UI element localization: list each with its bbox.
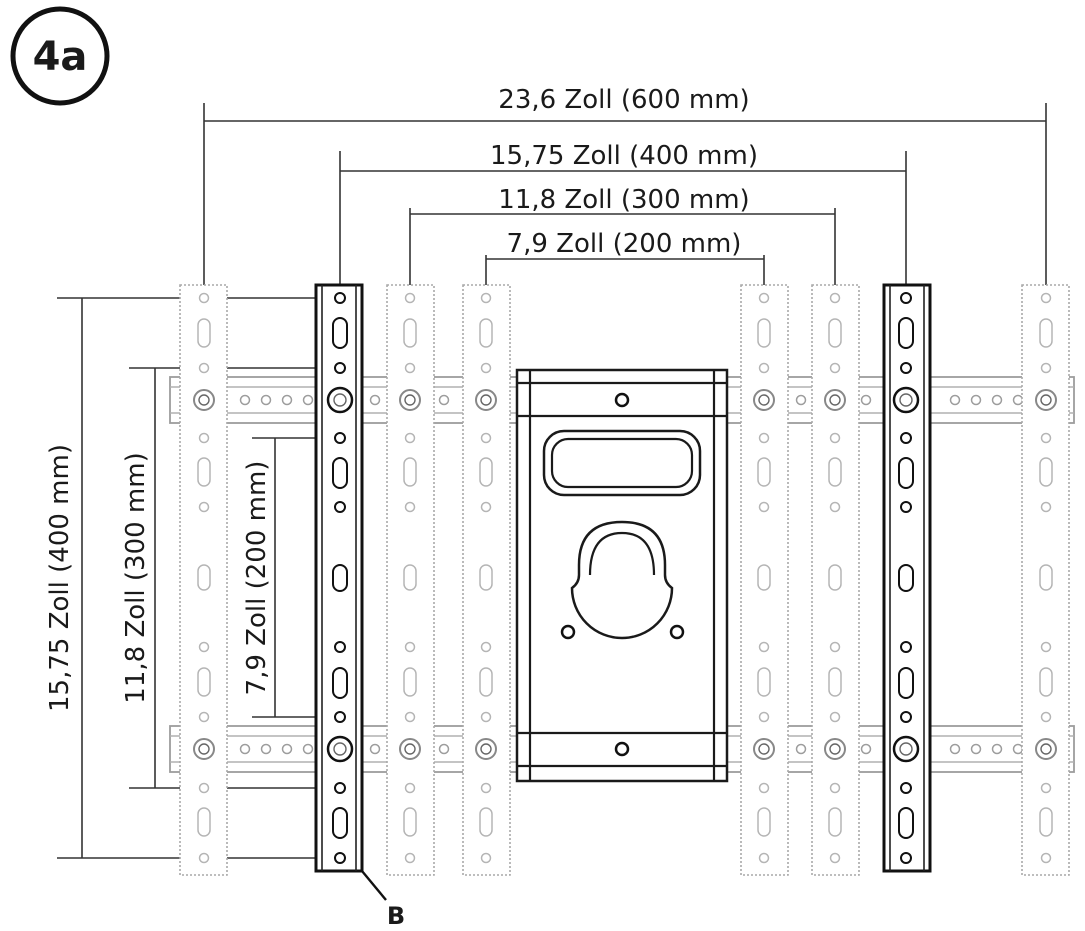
label-600mm: 23,6 Zoll (600 mm) [498,85,749,115]
label-vertical-400mm: 15,75 Zoll (400 mm) [45,444,75,712]
ghost-strip-2 [386,284,435,876]
ghost-strip-4 [740,284,789,876]
ghost-strip-1 [179,284,228,876]
ghost-strips [179,284,1070,876]
ghost-strip-6 [1021,284,1070,876]
ghost-strip-3 [462,284,511,876]
callout-label: B [387,902,405,930]
callout-b: B [361,870,405,930]
label-200mm: 7,9 Zoll (200 mm) [507,229,742,259]
label-vertical-200mm: 7,9 Zoll (200 mm) [242,461,272,696]
solid-strip-left [314,283,364,873]
ghost-strip-5 [811,284,860,876]
step-badge: 4a [10,6,110,106]
solid-strips [314,283,932,873]
step-label: 4a [33,34,88,80]
label-vertical-300mm: 11,8 Zoll (300 mm) [121,452,151,703]
horizontal-dimensions: 23,6 Zoll (600 mm) 15,75 Zoll (400 mm) 1… [203,85,1047,300]
label-400mm: 15,75 Zoll (400 mm) [490,141,758,171]
solid-strip-right [882,283,932,873]
label-300mm: 11,8 Zoll (300 mm) [498,185,749,215]
center-mount-plate [515,368,729,783]
